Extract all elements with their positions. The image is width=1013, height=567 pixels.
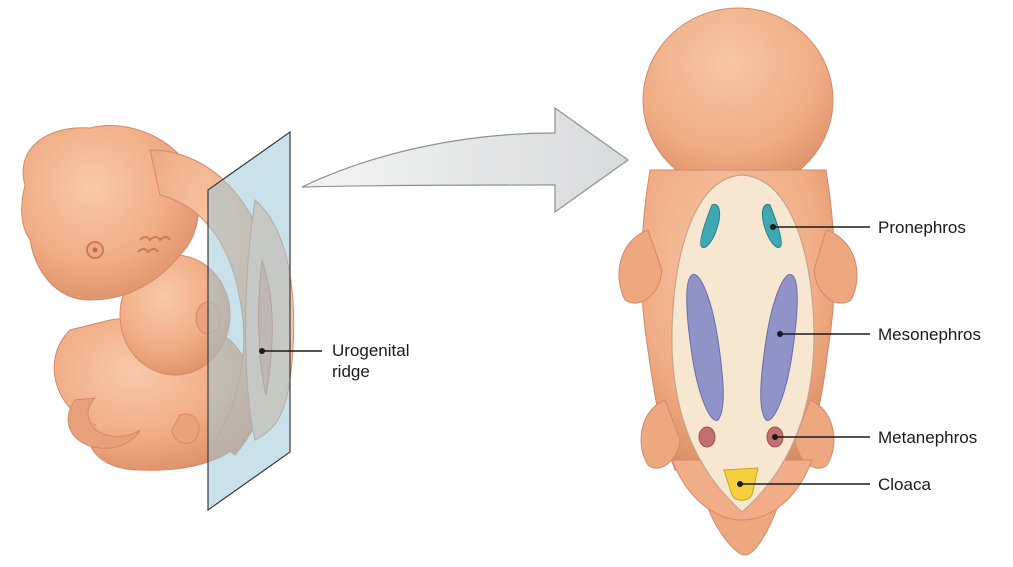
ventral-view-embryo bbox=[619, 8, 857, 555]
label-cloaca: Cloaca bbox=[878, 474, 931, 495]
label-urogenital-line1: Urogenital bbox=[332, 340, 452, 361]
label-urogenital-ridge: Urogenital ridge bbox=[332, 340, 452, 382]
label-urogenital-line2: ridge bbox=[332, 361, 452, 382]
transition-arrow bbox=[302, 108, 628, 212]
label-mesonephros: Mesonephros bbox=[878, 324, 981, 345]
metanephros-left bbox=[699, 427, 715, 447]
label-pronephros: Pronephros bbox=[878, 217, 966, 238]
label-metanephros: Metanephros bbox=[878, 427, 977, 448]
section-plane bbox=[208, 132, 290, 510]
